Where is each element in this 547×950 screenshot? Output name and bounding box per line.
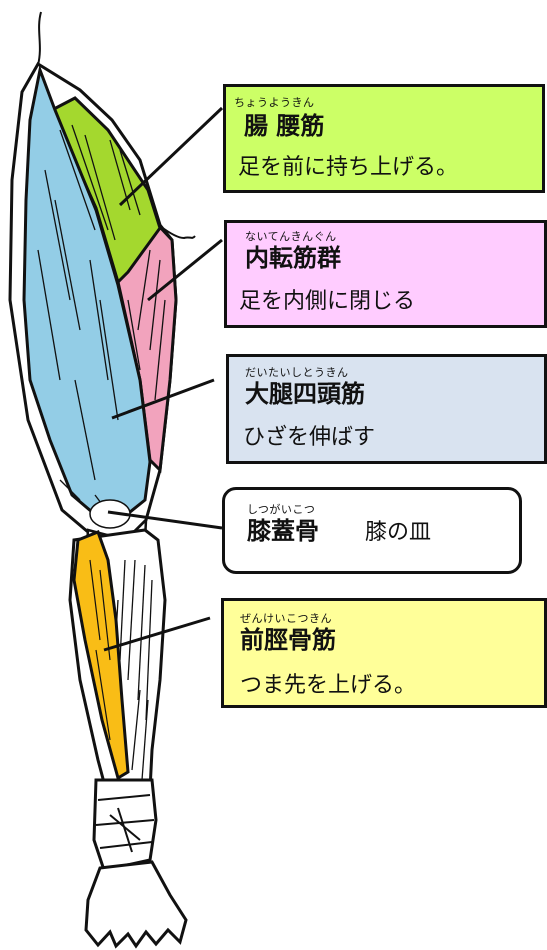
reading-patella: しつがいこつ	[247, 503, 316, 516]
adductor-edge	[159, 225, 196, 240]
tibialis-fiber-lines	[89, 559, 111, 741]
label-adductor: ないてんきんぐん 内転筋群 足を内側に閉じる	[224, 220, 547, 328]
leader-lines	[103, 106, 224, 652]
foot-outline	[84, 860, 188, 949]
label-tibialis: ぜんけいこつきん 前脛骨筋 つま先を上げる。	[221, 598, 547, 708]
description-tibialis: つま先を上げる。	[240, 673, 417, 698]
description-patella: 膝の皿	[365, 520, 432, 545]
leader-line-tibialis	[103, 616, 211, 652]
name-tibialis: 前脛骨筋	[240, 626, 336, 654]
reading-tibialis: ぜんけいこつきん	[240, 612, 332, 625]
description-iliopsoas: 足を前に持ち上げる。	[238, 155, 459, 180]
leader-line-adductor	[147, 238, 223, 302]
shin-fiber-lines	[111, 559, 153, 781]
tibialis-anterior-muscle	[72, 530, 130, 781]
description-adductor: 足を内側に閉じる	[239, 289, 416, 314]
leader-line-iliopsoas	[118, 106, 224, 207]
reading-adductor: ないてんきんぐん	[245, 230, 337, 243]
name-iliopsoas: 腸 腰筋	[244, 112, 325, 140]
label-iliopsoas: ちょうようきん 腸 腰筋 足を前に持ち上げる。	[223, 84, 545, 193]
label-patella: しつがいこつ 膝蓋骨 膝の皿	[222, 487, 522, 574]
ankle-band-lines	[95, 794, 155, 853]
reading-quadriceps: だいたいしとうきん	[245, 366, 349, 379]
label-quadriceps: だいたいしとうきん 大腿四頭筋 ひざを伸ばす	[226, 354, 547, 464]
leader-line-patella	[107, 510, 223, 530]
fiber-lines	[37, 124, 166, 516]
description-quadriceps: ひざを伸ばす	[243, 425, 376, 450]
name-quadriceps: 大腿四頭筋	[245, 380, 365, 408]
leader-line-quadriceps	[111, 378, 215, 420]
reading-iliopsoas: ちょうようきん	[234, 96, 315, 109]
top-strand	[37, 11, 42, 66]
name-patella: 膝蓋骨	[247, 517, 319, 545]
name-adductor: 内転筋群	[245, 244, 341, 272]
